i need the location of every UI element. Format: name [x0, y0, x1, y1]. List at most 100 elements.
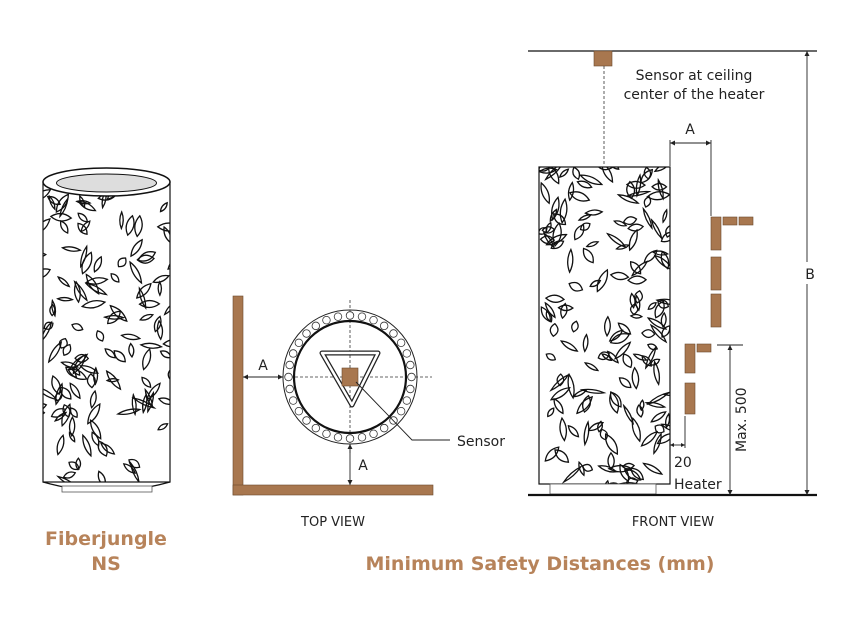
leaf-shape [105, 378, 120, 383]
leaf-shape [157, 280, 163, 297]
leaf-shape [59, 196, 69, 219]
leaf-shape [640, 168, 654, 184]
leaf-shape [136, 254, 155, 264]
front-view-caption: FRONT VIEW [632, 515, 714, 530]
leaf-shape [540, 306, 551, 323]
leaf-shape [657, 299, 670, 309]
leaf-shape [62, 403, 71, 418]
stone-circle [302, 329, 311, 338]
leaf-shape [582, 247, 594, 264]
diagram-title: Minimum Safety Distances (mm) [366, 553, 715, 575]
leaf-shape [173, 257, 193, 264]
leaf-shape [113, 350, 126, 363]
leaf-shape [606, 232, 627, 249]
leaf-shape [77, 200, 97, 212]
leaf-shape [120, 333, 142, 341]
leaf-shape [660, 423, 670, 431]
leaf-shape [59, 220, 69, 234]
leaf-shape [544, 301, 556, 319]
leaf-shape [642, 206, 653, 231]
leaf-shape [567, 247, 574, 274]
leaf-shape [622, 403, 635, 426]
leaf-shape [576, 395, 594, 415]
stone-circle [402, 349, 412, 358]
leaf-shape [579, 388, 607, 394]
leaf-shape [549, 373, 570, 392]
leaf-shape [585, 241, 600, 248]
leaf-shape [650, 411, 667, 423]
stone-circle [294, 338, 304, 348]
leaf-shape [651, 182, 668, 191]
leaf-shape [549, 208, 558, 223]
leaf-shape [73, 280, 81, 304]
leaf-shape [157, 397, 170, 405]
leaf-shape [139, 313, 155, 321]
leaf-shape [163, 225, 170, 243]
leaf-shape [84, 277, 109, 285]
leaf-shape [628, 228, 638, 252]
leaf-shape [43, 328, 44, 330]
leaf-shape [629, 261, 642, 275]
leaf-shape [619, 463, 630, 483]
leaf-shape [611, 167, 620, 170]
leaf-shape [174, 379, 185, 395]
leaf-shape [651, 250, 670, 256]
sensor-label: Sensor [457, 434, 505, 450]
leaf-shape [115, 408, 142, 416]
leaf-shape [129, 260, 143, 285]
leaf-shape [544, 446, 560, 462]
leaf-shape [50, 408, 67, 418]
leaf-shape [618, 377, 632, 389]
leaf-shape [578, 174, 604, 186]
leaf-shape [119, 210, 124, 231]
leaf-shape [653, 167, 668, 173]
leaf-shape [58, 337, 68, 349]
stone-circle [357, 433, 367, 442]
leaf-shape [129, 461, 140, 482]
dim-label-a: A [685, 122, 695, 138]
leaf-shape [649, 323, 668, 344]
sensor-leader-line [355, 381, 450, 441]
leaf-shape [62, 471, 77, 479]
dim-label-a-side: A [258, 358, 268, 374]
stone-circle [288, 396, 298, 405]
leaf-shape [613, 220, 628, 227]
leaf-shape [163, 304, 170, 316]
leaf-shape [89, 389, 97, 409]
ceiling-sensor-icon [593, 50, 613, 67]
leaf-shape [622, 216, 638, 226]
leaf-shape [559, 416, 568, 442]
sensor-note-line1: Sensor at ceiling [636, 68, 753, 84]
leaf-shape [56, 434, 65, 456]
leaf-shape [43, 268, 52, 278]
leaf-shape [43, 321, 54, 330]
leaf-shape [93, 255, 103, 273]
leaf-shape [616, 194, 640, 204]
leaf-shape [549, 322, 559, 338]
leaf-shape [615, 244, 631, 250]
leaf-shape [644, 345, 657, 370]
leaf-shape [607, 482, 619, 484]
leaf-shape [174, 303, 187, 316]
leaf-shape [72, 353, 86, 375]
leaf-shape [597, 351, 610, 361]
leaf-shape [656, 433, 670, 445]
leaf-shape [653, 254, 670, 270]
leaf-shape [49, 212, 73, 222]
leaf-shape [122, 463, 137, 474]
dim-label-20: 20 [674, 455, 692, 471]
stone-circle [357, 312, 367, 321]
leaf-shape [597, 167, 614, 171]
leaf-shape [597, 465, 618, 473]
leaf-shape [567, 372, 575, 400]
leaf-shape [539, 167, 551, 172]
stone-circle [379, 423, 389, 433]
heater-label: Heater [674, 477, 722, 493]
stone-circle [285, 384, 294, 394]
leaf-shape [545, 353, 557, 361]
stone-circle [294, 406, 304, 416]
stone-circle [407, 372, 416, 382]
stone-circle [322, 429, 331, 439]
leaf-shape [77, 222, 88, 236]
leaf-shape [32, 215, 41, 230]
